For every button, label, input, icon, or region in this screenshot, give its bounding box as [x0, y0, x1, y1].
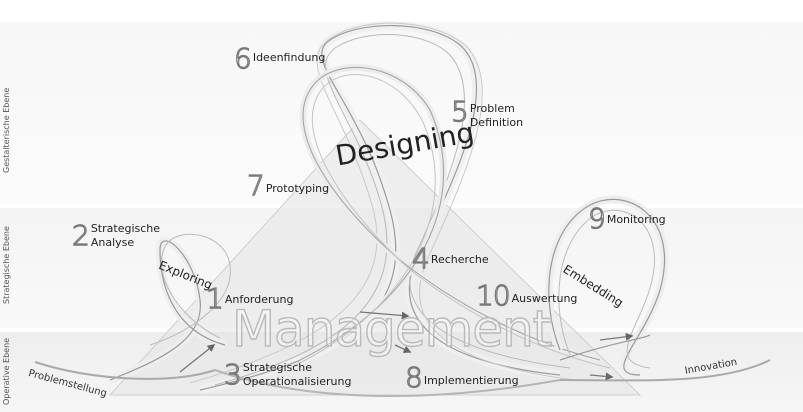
step-label: Anforderung	[224, 293, 294, 306]
step-1: 1 Anforderung	[205, 282, 294, 315]
designing-loop	[189, 21, 611, 395]
step-3: 3 Strategische Operationalisierung	[223, 358, 352, 391]
step-9: 9 Monitoring	[587, 202, 666, 235]
step-label: Prototyping	[265, 182, 330, 195]
step-number: 1	[205, 282, 224, 315]
step-10: 10 Auswertung	[475, 279, 578, 312]
step-2: 2 Strategische Analyse	[71, 219, 161, 252]
step-number: 9	[587, 202, 606, 235]
step-number: 10	[475, 279, 511, 312]
step-5: 5 Problem Definition	[450, 95, 524, 130]
step-number: 3	[223, 358, 242, 391]
step-4: 4 Recherche	[411, 242, 489, 275]
step-number: 2	[71, 219, 90, 252]
step-label: Monitoring	[606, 213, 666, 226]
step-label: Recherche	[430, 253, 489, 266]
step-label: Implementierung	[423, 374, 519, 387]
step-number: 7	[246, 169, 265, 202]
step-number: 8	[404, 361, 423, 394]
step-number: 5	[450, 95, 469, 128]
step-label: Strategische Operationalisierung	[242, 361, 352, 388]
flow-lines	[34, 334, 771, 397]
exploring-loop	[108, 233, 231, 384]
step-label: Ideenfindung	[252, 51, 326, 64]
step-label: Problem Definition	[469, 102, 524, 129]
phase-management: Management	[231, 299, 553, 358]
step-number: 4	[411, 242, 430, 275]
step-8: 8 Implementierung	[404, 361, 519, 394]
step-6: 6 Ideenfindung	[233, 42, 326, 75]
step-label: Strategische Analyse	[90, 222, 161, 249]
step-number: 6	[233, 42, 252, 75]
step-7: 7 Prototyping	[246, 169, 330, 202]
flow-arrows	[179, 311, 634, 381]
step-label: Auswertung	[511, 292, 578, 305]
